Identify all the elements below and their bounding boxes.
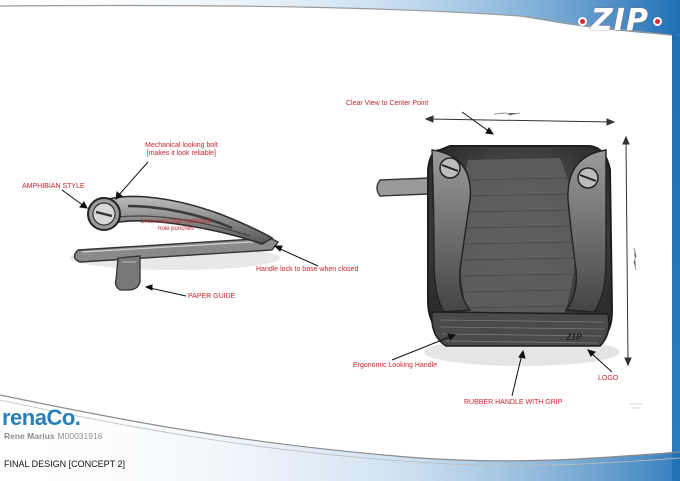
designer-id: M00031916: [57, 431, 103, 441]
brand-name: renaCo.: [2, 405, 81, 430]
note-handle-lock: Handle lock to base when closed: [256, 266, 359, 273]
bottom-band: [0, 395, 680, 481]
logo-dot-right: [652, 16, 662, 26]
note-logo: LOGO: [598, 375, 619, 382]
top-view-sketch: [376, 145, 620, 366]
designer-name: Rene Marius: [4, 431, 55, 441]
logo-dot-left: [578, 16, 588, 26]
note-paper-guide: PAPER GUIDE: [188, 293, 236, 300]
note-mechanical-bolt-line1: Mechanical looking bolt: [145, 142, 218, 149]
logo-text: ZIP: [591, 3, 649, 38]
top-band: [0, 0, 680, 36]
product-engraved-logo: ZIP: [566, 332, 584, 342]
note-ergonomic-handle: Ergonomic Looking Handle: [353, 362, 438, 369]
zip-logo: ZIP: [566, 4, 674, 38]
side-view-sketch: [70, 195, 280, 291]
note-less-metal: Less metal than traditional hole punches: [141, 219, 211, 233]
footer-title: FINAL DESIGN [CONCEPT 2]: [4, 459, 126, 469]
note-rubber-handle: RUBBER HANDLE WITH GRIP: [464, 399, 563, 406]
note-less-metal-line1: Less metal than traditional: [141, 219, 212, 225]
note-amphibian-style: AMPHIBIAN STYLE: [22, 183, 85, 190]
note-less-metal-line2: hole punches: [158, 226, 194, 232]
note-mechanical-bolt-line2: [makes it look reliable]: [146, 150, 217, 157]
note-clear-view: Clear View to Center Point: [346, 100, 429, 107]
note-mechanical-bolt: Mechanical looking bolt [makes it look r…: [145, 142, 218, 158]
